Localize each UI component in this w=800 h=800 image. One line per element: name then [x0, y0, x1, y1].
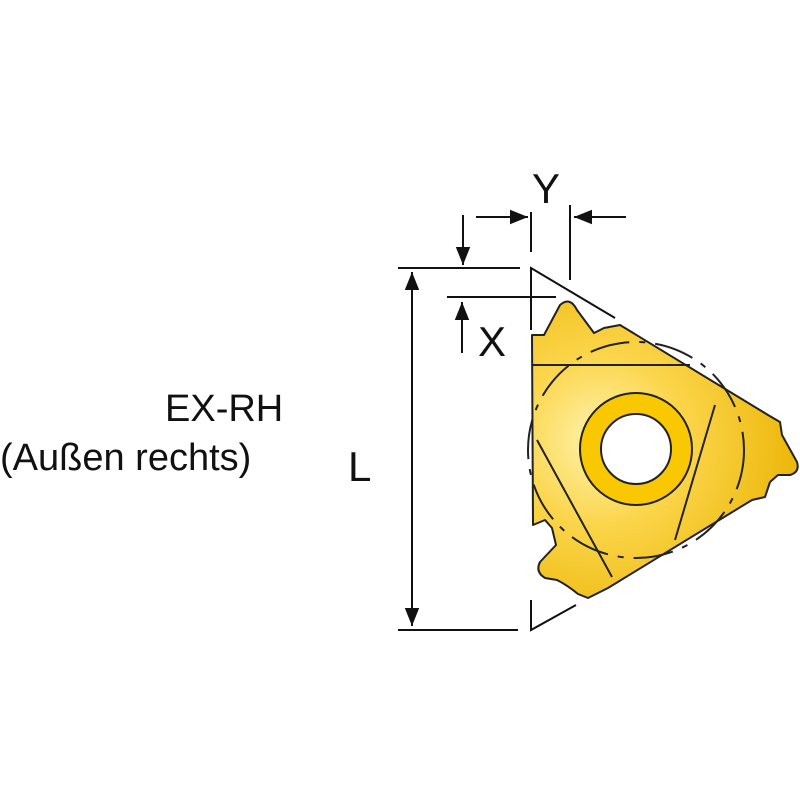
insert-hole: [600, 413, 672, 485]
dimension-X-label: X: [478, 318, 507, 365]
dimension-Y: [476, 205, 626, 280]
dimension-L-label: L: [348, 443, 372, 490]
insert-details: [527, 341, 745, 578]
dimension-L: [398, 267, 520, 631]
insert-description-label: (Außen rechts): [0, 437, 252, 479]
reference-triangle: [530, 266, 616, 632]
dimension-Y-label: Y: [532, 165, 561, 212]
dimension-X: [447, 215, 556, 353]
insert-type-label: EX-RH: [165, 388, 284, 430]
